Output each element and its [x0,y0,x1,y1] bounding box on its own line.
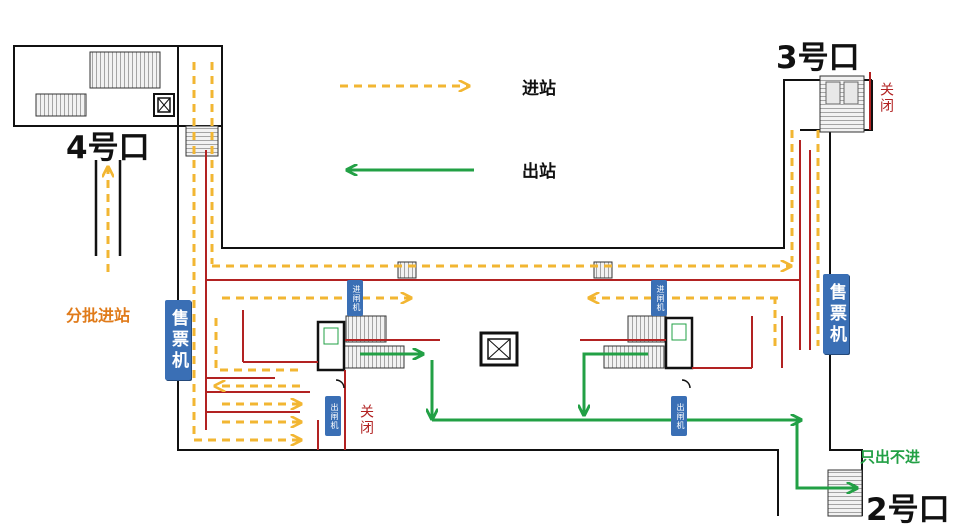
inner-closed-note: 关闭 [358,404,374,436]
exit-only-note: 只出不进 [860,448,921,466]
exit2-stairs [827,469,863,517]
exit-flow-paths [348,170,856,488]
batch-entry-note: 分批进站 [66,306,131,325]
gate-icons [335,379,691,389]
exit4-guide-posts [94,160,122,256]
barrier-lines [205,72,871,450]
entry-gate-left: 进闸机 [347,280,363,316]
exit4-label: 4号口 [66,130,150,166]
legend-entry-label: 进站 [522,79,556,99]
entry-gate-right: 进闸机 [651,280,667,316]
exit-gate-right: 出闸机 [671,396,687,436]
exit3-stairs [819,75,865,133]
legend-exit-label: 出站 [522,162,556,182]
exit2-label: 2号口 [866,492,950,528]
exit3-label: 3号口 [776,40,860,76]
entry-flow-paths [108,62,820,440]
exit4-stairs [35,51,219,157]
ticket-machine-right: 售票机 [823,274,849,354]
exit-gate-left: 出闸机 [325,396,341,436]
exit3-closed-note: 关闭 [878,82,894,114]
ticket-machine-left: 售票机 [165,300,191,380]
